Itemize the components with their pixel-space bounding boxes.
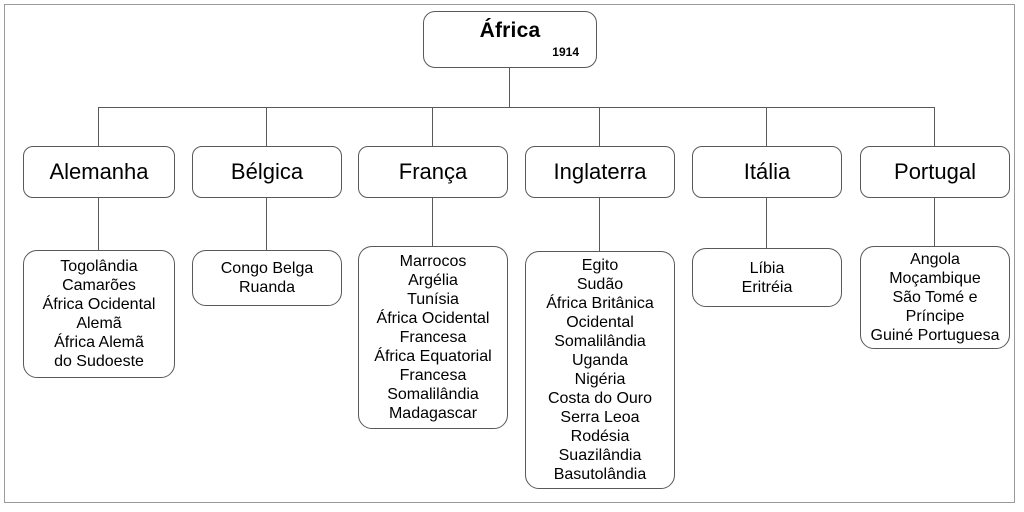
- connector-stub-inglaterra: [599, 198, 600, 251]
- connector-main-rail: [99, 107, 935, 108]
- colony-line: Francesa: [399, 367, 467, 384]
- colony-line: Somalilândia: [554, 333, 646, 350]
- colony-line: Angola: [910, 251, 960, 268]
- colony-line: Madagascar: [388, 405, 478, 422]
- colony-line: África Alemã: [54, 334, 144, 351]
- colony-line: Nigéria: [574, 371, 626, 388]
- colony-line: Togolândia: [60, 258, 138, 275]
- colony-line: Somalilândia: [387, 386, 479, 403]
- country-node-inglaterra: Inglaterra: [525, 146, 675, 198]
- connector-drop-belgica: [266, 107, 267, 146]
- colony-line: Líbia: [749, 259, 785, 277]
- colony-line: Guiné Portuguesa: [870, 327, 1000, 344]
- colony-line: Rodésia: [570, 428, 630, 445]
- colony-line: Tunísia: [407, 291, 459, 308]
- connector-drop-italia: [766, 107, 767, 146]
- colony-line: África Equatorial: [374, 348, 492, 365]
- colony-line: Alemã: [76, 315, 122, 332]
- country-node-italia: Itália: [692, 146, 842, 198]
- colony-line: Francesa: [399, 329, 467, 346]
- root-node-africa: África 1914: [423, 11, 597, 68]
- root-year-label: 1914: [552, 45, 579, 59]
- connector-drop-inglaterra: [599, 107, 600, 146]
- colony-line: Suazilândia: [558, 447, 642, 464]
- colony-line: África Ocidental: [376, 310, 490, 327]
- root-title: África: [479, 19, 541, 42]
- connector-stub-belgica: [266, 198, 267, 250]
- colony-line: Moçambique: [889, 270, 981, 287]
- country-node-portugal: Portugal: [860, 146, 1010, 198]
- colony-line: Serra Leoa: [560, 409, 640, 426]
- colony-line: Camarões: [62, 277, 136, 294]
- colony-line: Sudão: [576, 276, 624, 293]
- connector-stub-alemanha: [98, 198, 99, 250]
- outer-border: [4, 4, 1015, 503]
- connector-stub-italia: [766, 198, 767, 248]
- colony-line: Egito: [581, 257, 619, 274]
- country-node-belgica: Bélgica: [192, 146, 342, 198]
- colony-line: África Britânica: [546, 295, 654, 312]
- colony-line: Costa do Ouro: [547, 390, 653, 407]
- colony-line: Eritréia: [741, 278, 793, 296]
- colony-line: Ocidental: [566, 314, 634, 331]
- colony-line: Argélia: [408, 272, 458, 289]
- connector-drop-alemanha: [98, 107, 99, 146]
- colony-line: Congo Belga: [220, 260, 314, 277]
- connector-root-stub: [509, 67, 510, 108]
- country-node-alemanha: Alemanha: [23, 146, 175, 198]
- colony-line: Uganda: [571, 352, 629, 369]
- connector-drop-portugal: [934, 107, 935, 146]
- colony-line: São Tomé e: [892, 289, 978, 306]
- colony-line: Príncipe: [905, 308, 965, 325]
- connector-stub-franca: [432, 198, 433, 246]
- connector-drop-franca: [432, 107, 433, 146]
- connector-stub-portugal: [934, 198, 935, 246]
- colony-line: África Ocidental: [42, 296, 156, 313]
- colony-line: do Sudoeste: [54, 353, 144, 370]
- country-node-franca: França: [358, 146, 508, 198]
- colony-line: Marrocos: [399, 253, 467, 270]
- colony-line: Ruanda: [238, 279, 296, 296]
- colony-line: Basutolândia: [553, 466, 647, 483]
